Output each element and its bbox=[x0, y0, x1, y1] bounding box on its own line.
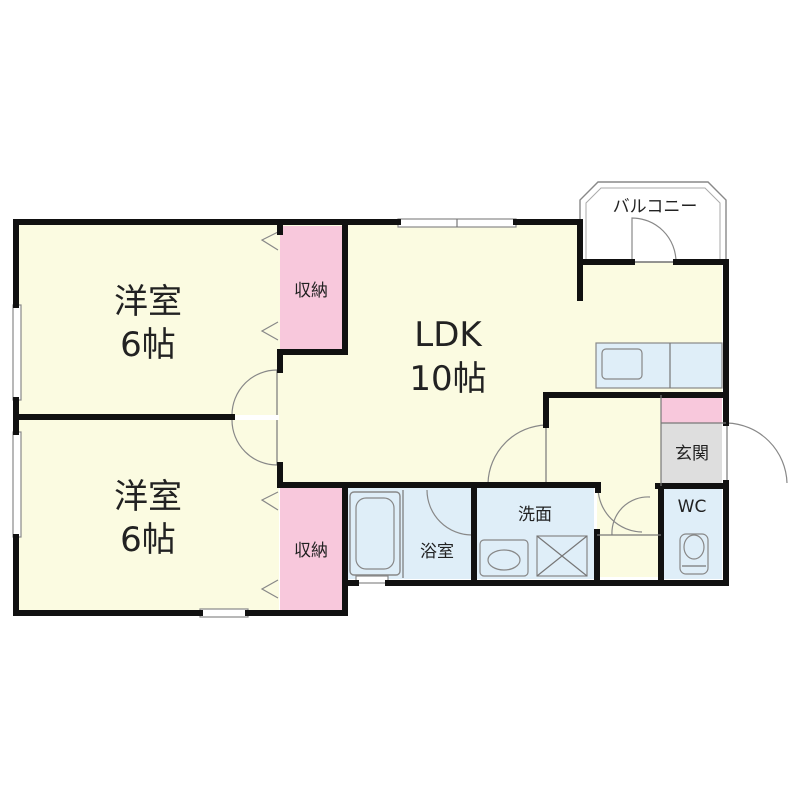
western-room-1-window bbox=[12, 304, 22, 401]
washbasin bbox=[479, 539, 529, 577]
storage-1-label: 収納 bbox=[294, 281, 328, 301]
washroom-label: 洗面 bbox=[518, 505, 552, 525]
balcony-label: バルコニー bbox=[613, 197, 698, 217]
labels: 洋室 6帖 洋室 6帖 LDK 10帖 収納 収納 バルコニー 玄関 浴室 洗面… bbox=[114, 197, 709, 562]
wall-storage-1 bbox=[277, 219, 348, 373]
wall-south-left bbox=[245, 484, 348, 616]
storage-1-door-mark-top bbox=[260, 231, 279, 251]
entrance-door bbox=[726, 422, 788, 484]
western-room-2-name: 洋室 bbox=[114, 477, 182, 517]
thin-partitions bbox=[597, 395, 726, 536]
storage-1-floor bbox=[280, 226, 342, 350]
washing-machine-pan bbox=[536, 535, 588, 577]
bathroom-floor bbox=[347, 488, 472, 579]
wall-east-lower bbox=[655, 480, 729, 586]
western-room-1-name: 洋室 bbox=[114, 282, 182, 322]
toilet-bowl bbox=[683, 534, 705, 560]
western-room-1-door bbox=[231, 369, 278, 416]
bath-fixtures bbox=[349, 489, 709, 578]
washroom-door bbox=[597, 487, 643, 533]
ldk-size: 10帖 bbox=[409, 359, 486, 399]
entrance-label: 玄関 bbox=[675, 444, 709, 464]
kitchen-counter bbox=[595, 342, 723, 389]
bathroom-label: 浴室 bbox=[420, 542, 454, 562]
wall-hall-west bbox=[543, 392, 664, 428]
entrance-floor bbox=[661, 423, 722, 483]
kitchen-fixtures bbox=[601, 343, 671, 388]
hall-lower-floor bbox=[597, 485, 659, 577]
western-room-2-door bbox=[231, 419, 278, 466]
balcony bbox=[579, 181, 727, 263]
washroom-floor bbox=[475, 488, 594, 579]
washbasin-bowl bbox=[487, 549, 521, 571]
toilet-tank bbox=[679, 533, 709, 575]
wall-north-ldk bbox=[513, 219, 583, 301]
storage-2-floor bbox=[280, 488, 342, 613]
wall-kitchen-north-right bbox=[673, 259, 729, 426]
western-room-1-size: 6帖 bbox=[120, 325, 176, 365]
toilet-label: WC bbox=[678, 497, 707, 517]
western-room-2-window bbox=[12, 431, 22, 538]
walls bbox=[13, 219, 729, 616]
storage-2-label: 収納 bbox=[294, 541, 328, 561]
western-room-2-floor bbox=[17, 420, 279, 613]
entrance-pink-floor bbox=[661, 395, 722, 423]
balcony-outline bbox=[579, 181, 727, 263]
wall-storage-2-top bbox=[277, 462, 348, 488]
balcony-door-swing bbox=[631, 217, 677, 263]
bathtub-outer bbox=[349, 491, 401, 576]
western-room-1-floor bbox=[17, 225, 279, 415]
wall-west-lower bbox=[13, 534, 203, 616]
room-fills bbox=[17, 225, 723, 613]
ldk-name: LDK bbox=[414, 315, 483, 355]
kitchen-sink bbox=[601, 348, 643, 380]
bathroom-window bbox=[355, 575, 389, 584]
doors bbox=[231, 231, 788, 599]
storage-1-door-mark-bottom bbox=[260, 321, 279, 341]
washing-machine-x2 bbox=[536, 535, 588, 577]
western-room-2-bottom-window bbox=[199, 608, 249, 618]
hall-floor bbox=[546, 395, 661, 485]
storage-2-door-mark-bottom bbox=[260, 579, 279, 599]
storage-2-door-mark-top bbox=[260, 491, 279, 511]
bath-door-swing bbox=[426, 489, 473, 536]
bathtub-inner bbox=[355, 497, 395, 570]
hall-door bbox=[611, 496, 651, 536]
western-room-2-size: 6帖 bbox=[120, 520, 176, 560]
wall-west-top bbox=[13, 219, 401, 308]
ldk-hall-door bbox=[487, 424, 547, 484]
